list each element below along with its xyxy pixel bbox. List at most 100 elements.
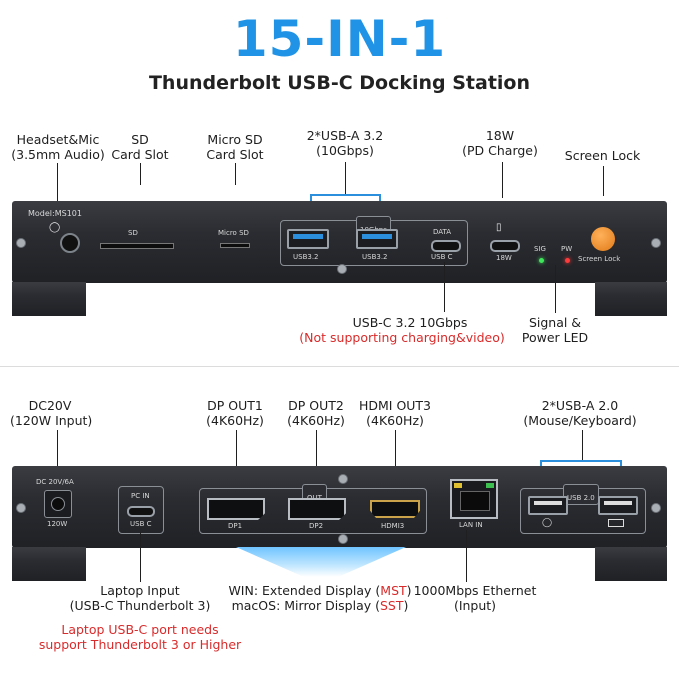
usba32-label-line1: 2*USB-A 3.2 <box>306 128 384 143</box>
sd-slot <box>100 243 174 249</box>
screw-icon <box>651 503 661 513</box>
dc-label-line1: DC20V <box>28 398 72 413</box>
led-label: Signal & Power LED <box>515 315 595 345</box>
usba32-label-line2: (10Gbps) <box>316 143 374 158</box>
screw-icon <box>651 238 661 248</box>
led-label-line2: Power LED <box>521 330 589 345</box>
usb20-text: USB 2.0 <box>567 494 595 502</box>
data-text: DATA <box>433 228 452 236</box>
microsd-text: Micro SD <box>218 229 249 237</box>
usb-a-2-port-2 <box>598 496 638 515</box>
tb3-note-line1: Laptop USB-C port needs <box>61 622 219 637</box>
lock-leader <box>603 166 604 196</box>
page-title: 15-IN-1 <box>232 10 447 68</box>
dc-leader <box>57 430 58 468</box>
mac-display-label: macOS: Mirror Display (SST) <box>205 598 435 613</box>
section-divider <box>0 366 679 367</box>
led-leader <box>555 265 556 313</box>
sd-label-line2: Card Slot <box>111 147 169 162</box>
dc-label-line2: (120W Input) <box>10 413 93 428</box>
usb-a-port-2 <box>356 229 398 249</box>
ethernet-label: 1000Mbps Ethernet (Input) <box>410 583 540 613</box>
usba32-label: 2*USB-A 3.2 (10Gbps) <box>295 128 395 158</box>
win-display-label: WIN: Extended Display (MST) <box>205 583 435 598</box>
dc-text: DC 20V/6A <box>36 478 74 486</box>
back-panel-foot-left <box>12 547 86 581</box>
laptop-label-line1: Laptop Input <box>100 583 180 598</box>
front-panel-cutout <box>86 283 595 317</box>
usba20-label: 2*USB-A 2.0 (Mouse/Keyboard) <box>515 398 645 428</box>
pcin-text: PC IN <box>131 492 150 500</box>
sd-text: SD <box>128 229 138 237</box>
ethernet-label-line1: 1000Mbps Ethernet <box>413 583 537 598</box>
usb-a-2-port-1 <box>528 496 568 515</box>
usb20-badge: USB 2.0 <box>563 484 599 505</box>
win-mode-text: MST <box>380 583 407 598</box>
ethernet-port <box>450 479 498 519</box>
back-panel-foot-right <box>595 547 667 581</box>
usb-c-pd-port <box>490 240 520 252</box>
pw-text: PW <box>561 245 573 253</box>
headset-label-line1: Headset&Mic <box>16 132 100 147</box>
usba32-leader-stem <box>345 162 346 194</box>
tb3-note-line2: support Thunderbolt 3 or Higher <box>38 637 242 652</box>
headset-label-line2: (3.5mm Audio) <box>11 147 105 162</box>
win-display-text: WIN: Extended Display ( <box>228 583 381 598</box>
screw-icon <box>16 503 26 513</box>
pc-in-box <box>118 486 164 534</box>
audio-jack <box>60 233 80 253</box>
dp2-label: DP OUT2 (4K60Hz) <box>276 398 356 428</box>
hdmi3-text: HDMI3 <box>381 522 405 530</box>
pd-leader <box>502 162 503 198</box>
led-label-line1: Signal & <box>528 315 582 330</box>
pd-label: 18W (PD Charge) <box>455 128 545 158</box>
sd-label-line1: SD <box>131 132 149 147</box>
usbc32-note: (Not supporting charging&video) <box>299 330 505 345</box>
screw-icon <box>338 534 348 544</box>
usb32-text-2: USB3.2 <box>362 253 388 261</box>
usba20-label-line1: 2*USB-A 2.0 <box>541 398 619 413</box>
usbc32-leader <box>444 262 445 312</box>
usba32-bracket <box>311 194 380 196</box>
displayport-2 <box>288 498 346 520</box>
sig-text: SIG <box>534 245 546 253</box>
usbc32-label: USB-C 3.2 10Gbps <box>352 315 468 330</box>
screen-lock-text: Screen Lock <box>578 255 621 263</box>
usb-c-data-port <box>431 240 461 252</box>
dp2-leader <box>316 430 317 484</box>
pd-label-line2: (PD Charge) <box>462 143 538 158</box>
front-panel-foot-left <box>12 282 86 316</box>
page-subtitle: Thunderbolt USB-C Docking Station <box>148 72 531 94</box>
headset-icon: ◯ <box>49 222 61 233</box>
laptop-label-line2: (USB-C Thunderbolt 3) <box>69 598 211 613</box>
pc-usbc-text: USB C <box>130 520 152 528</box>
win-suffix-text: ) <box>406 583 412 598</box>
usbc-text: USB C <box>431 253 453 261</box>
microsd-slot <box>220 243 250 248</box>
dp1-label-line1: DP OUT1 <box>207 398 263 413</box>
laptop-leader <box>140 532 141 582</box>
hdmi3-leader <box>395 430 396 488</box>
displayport-1 <box>207 498 265 520</box>
screen-lock-button[interactable] <box>591 227 615 251</box>
phone-charge-icon: ▯ <box>496 222 502 233</box>
mac-mode-text: SST <box>380 598 404 613</box>
pd-label-line1: 18W <box>485 128 515 143</box>
screw-icon <box>337 264 347 274</box>
mouse-icon: ◯ <box>542 518 553 528</box>
dp1-label: DP OUT1 (4K60Hz) <box>195 398 275 428</box>
signal-led <box>539 258 544 263</box>
dp1-text: DP1 <box>228 522 243 530</box>
front-panel-foot-right <box>595 282 667 316</box>
dc-label: DC20V (120W Input) <box>10 398 93 428</box>
model-text: Model:MS101 <box>28 209 82 218</box>
dc-jack-housing <box>44 490 72 518</box>
power-led <box>565 258 570 263</box>
dp2-label-line1: DP OUT2 <box>288 398 344 413</box>
usba20-label-line2: (Mouse/Keyboard) <box>523 413 637 428</box>
hdmi3-label-line1: HDMI OUT3 <box>358 398 432 413</box>
usba20-bracket <box>541 460 622 462</box>
tb3-note: Laptop USB-C port needs support Thunderb… <box>20 622 260 652</box>
dc-watt-text: 120W <box>47 520 68 528</box>
screw-icon <box>16 238 26 248</box>
